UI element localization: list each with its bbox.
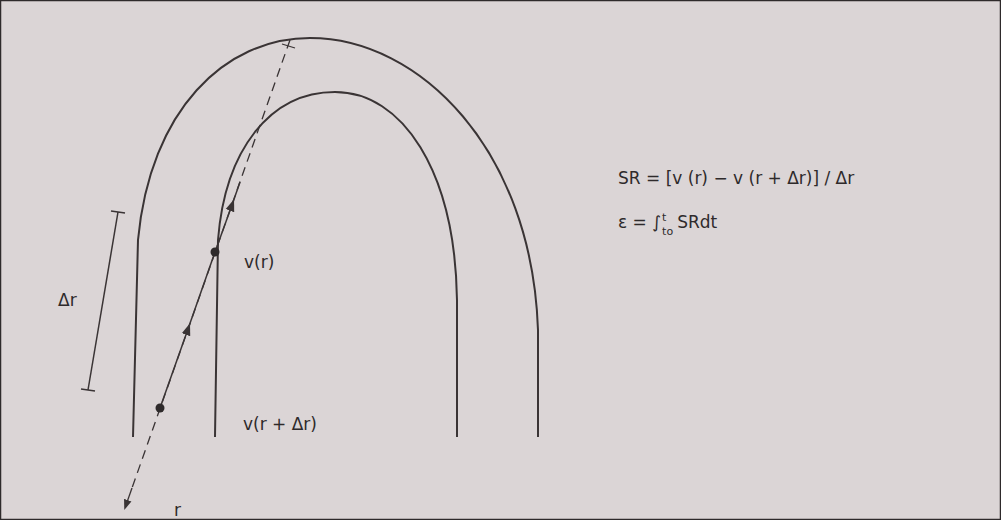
inner-wall [215, 92, 457, 437]
tick [282, 44, 295, 48]
velocity-arrow [215, 205, 232, 252]
axis-label: r [174, 500, 181, 520]
velocity-label: v(r + Δr) [243, 414, 317, 434]
integral-limits: t to [662, 212, 673, 234]
radial-arrow [126, 488, 132, 505]
point [156, 404, 165, 413]
bracket-end [111, 211, 125, 213]
velocity-arrow [160, 329, 188, 408]
integral-limit: to [662, 226, 673, 237]
dimension-bracket [88, 212, 118, 390]
velocity-line [188, 252, 215, 329]
formula: SR = [v (r) − v (r + Δr)] / Δr [618, 168, 854, 188]
velocity-line [232, 182, 240, 205]
bracket-end [81, 389, 95, 391]
formula: ε = ∫ [618, 212, 661, 232]
formula: SRdt [677, 212, 717, 232]
dimension-label: Δr [58, 290, 77, 310]
integral-limit: t [662, 212, 673, 223]
point [211, 248, 220, 257]
velocity-label: v(r) [244, 252, 274, 272]
strain-formula: ε = ∫t to SRdt [618, 212, 717, 234]
outer-wall [133, 38, 538, 437]
